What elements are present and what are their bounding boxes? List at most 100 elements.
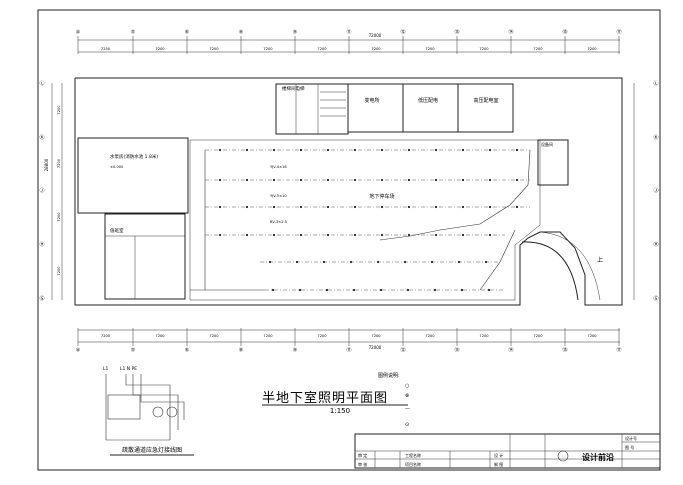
room-label-parking: 地下停车场: [369, 193, 394, 200]
light-fixture: [295, 260, 299, 264]
axis-label-col: ⑨: [293, 348, 297, 354]
light-fixture: [272, 205, 276, 209]
pump-room-wall: [77, 137, 189, 214]
light-fixture: [245, 233, 249, 237]
light-fixture: [434, 178, 438, 182]
axis-label-col: ⑬: [454, 29, 459, 36]
light-fixtures: [218, 148, 519, 292]
duty-room-wall: [104, 213, 186, 300]
wiring-title: 疏散通道应急灯接线图: [122, 446, 182, 454]
light-fixture: [403, 260, 407, 264]
plan-title: 半地下室照明平面图: [262, 390, 388, 406]
light-fixture: [325, 288, 329, 292]
room-label-hv: 高压配电室: [473, 97, 498, 104]
axis-label-row: Ⓛ: [653, 80, 658, 87]
light-fixture: [380, 205, 384, 209]
light-fixture: [218, 178, 222, 182]
light-fixture: [326, 205, 330, 209]
wechat-icon: [557, 450, 569, 462]
axis-bubble-col: ⑬: [454, 328, 460, 354]
plan-scale: 1:150: [330, 407, 350, 415]
axis-bubble-col: ⑪: [346, 328, 352, 354]
dimension-label: 7250: [101, 47, 111, 51]
room-label-transformer: 变电所: [364, 97, 379, 104]
light-fixture: [434, 233, 438, 237]
axis-label-col: ⑥: [185, 30, 190, 36]
axis-bubble-col: ⑧: [239, 328, 244, 354]
axis-bubble-col: ⑫: [400, 29, 406, 54]
light-fixture: [434, 205, 438, 209]
light-fixture: [353, 178, 357, 182]
bottom-total-dimension: 72000: [369, 345, 382, 350]
axis-bubble-row: Ⓚ: [653, 134, 658, 141]
axis-bubble-row: Ⓙ: [39, 187, 44, 194]
svg-text:项目名称: 项目名称: [405, 461, 421, 467]
legend-item-1: ○: [405, 383, 409, 389]
axis-bubble-col: ⑤: [131, 30, 135, 54]
legend-item-4: ⊙: [405, 422, 409, 428]
dimension-label: 7200: [533, 47, 543, 51]
light-fixture: [245, 148, 249, 152]
axis-bubble-row: Ⓙ: [653, 187, 658, 194]
dimension-label: 7200: [57, 266, 61, 276]
dimension-label: 7200: [101, 334, 111, 338]
light-fixture: [430, 260, 434, 264]
ramp-curve-outer: [521, 241, 579, 301]
svg-text:审 核: 审 核: [358, 461, 367, 467]
light-fixture: [434, 148, 438, 152]
light-fixture: [515, 178, 519, 182]
light-fixture: [299, 148, 303, 152]
axis-label-col: ⑥: [185, 348, 190, 354]
light-fixture: [326, 233, 330, 237]
light-fixture: [352, 288, 356, 292]
light-fixture: [322, 260, 326, 264]
axis-label-row: Ⓚ: [653, 134, 658, 141]
svg-text:设计号: 设计号: [625, 435, 637, 441]
axis-label-col: ⑭: [508, 347, 513, 354]
top-total-dimension: 72000: [369, 33, 382, 38]
dimension-label: 7200: [317, 47, 327, 51]
axis-bubble-row: Ⓗ: [653, 241, 658, 248]
axis-label-col: ⑫: [400, 347, 405, 354]
cable-annotation-1: YJV-4×16: [270, 165, 287, 169]
svg-text:审 定: 审 定: [358, 452, 367, 458]
light-fixture: [299, 205, 303, 209]
dimension-label: 7200: [425, 334, 435, 338]
lv-room-wall: [402, 83, 459, 133]
level-mark: ±0.000: [110, 165, 124, 169]
axis-bubble-col: ⑰: [616, 29, 622, 54]
stamp-text: 设计前沿: [582, 452, 614, 462]
row-axes-right: Ⓛ Ⓚ Ⓙ Ⓗ Ⓖ: [653, 80, 658, 302]
building-outline: [74, 77, 623, 306]
light-fixture: [218, 205, 222, 209]
light-fixture: [487, 288, 491, 292]
light-fixture: [271, 288, 275, 292]
axis-label-row: Ⓚ: [39, 134, 44, 141]
dimension-label: 7200: [263, 334, 273, 338]
dimension-label: 7200: [587, 47, 597, 51]
light-fixture: [461, 178, 465, 182]
sheet-border: [37, 9, 661, 471]
room-label-equipment: 设备间: [541, 141, 553, 147]
axis-label-col: ⑰: [616, 29, 621, 36]
light-fixture: [433, 288, 437, 292]
axis-label-col: ⑰: [616, 347, 621, 354]
axis-label-col: ⑤: [131, 30, 135, 36]
axis-label-row: Ⓖ: [39, 295, 44, 302]
left-total-dimension: 28800: [44, 158, 49, 171]
light-fixture: [460, 288, 464, 292]
light-fixture: [218, 233, 222, 237]
axis-label-col: ⑪: [346, 347, 351, 354]
axis-label-col: ⑧: [239, 348, 244, 354]
lighting-circuits: [190, 149, 531, 291]
axis-bubble-col: ⑧: [239, 30, 244, 54]
room-label-duty: 值班室: [110, 227, 124, 234]
axis-label-col: ⑬: [454, 347, 459, 354]
dimension-label: 7200: [425, 47, 435, 51]
dimension-label: 7200: [371, 47, 381, 51]
axis-bubble-row: Ⓖ: [653, 295, 658, 302]
